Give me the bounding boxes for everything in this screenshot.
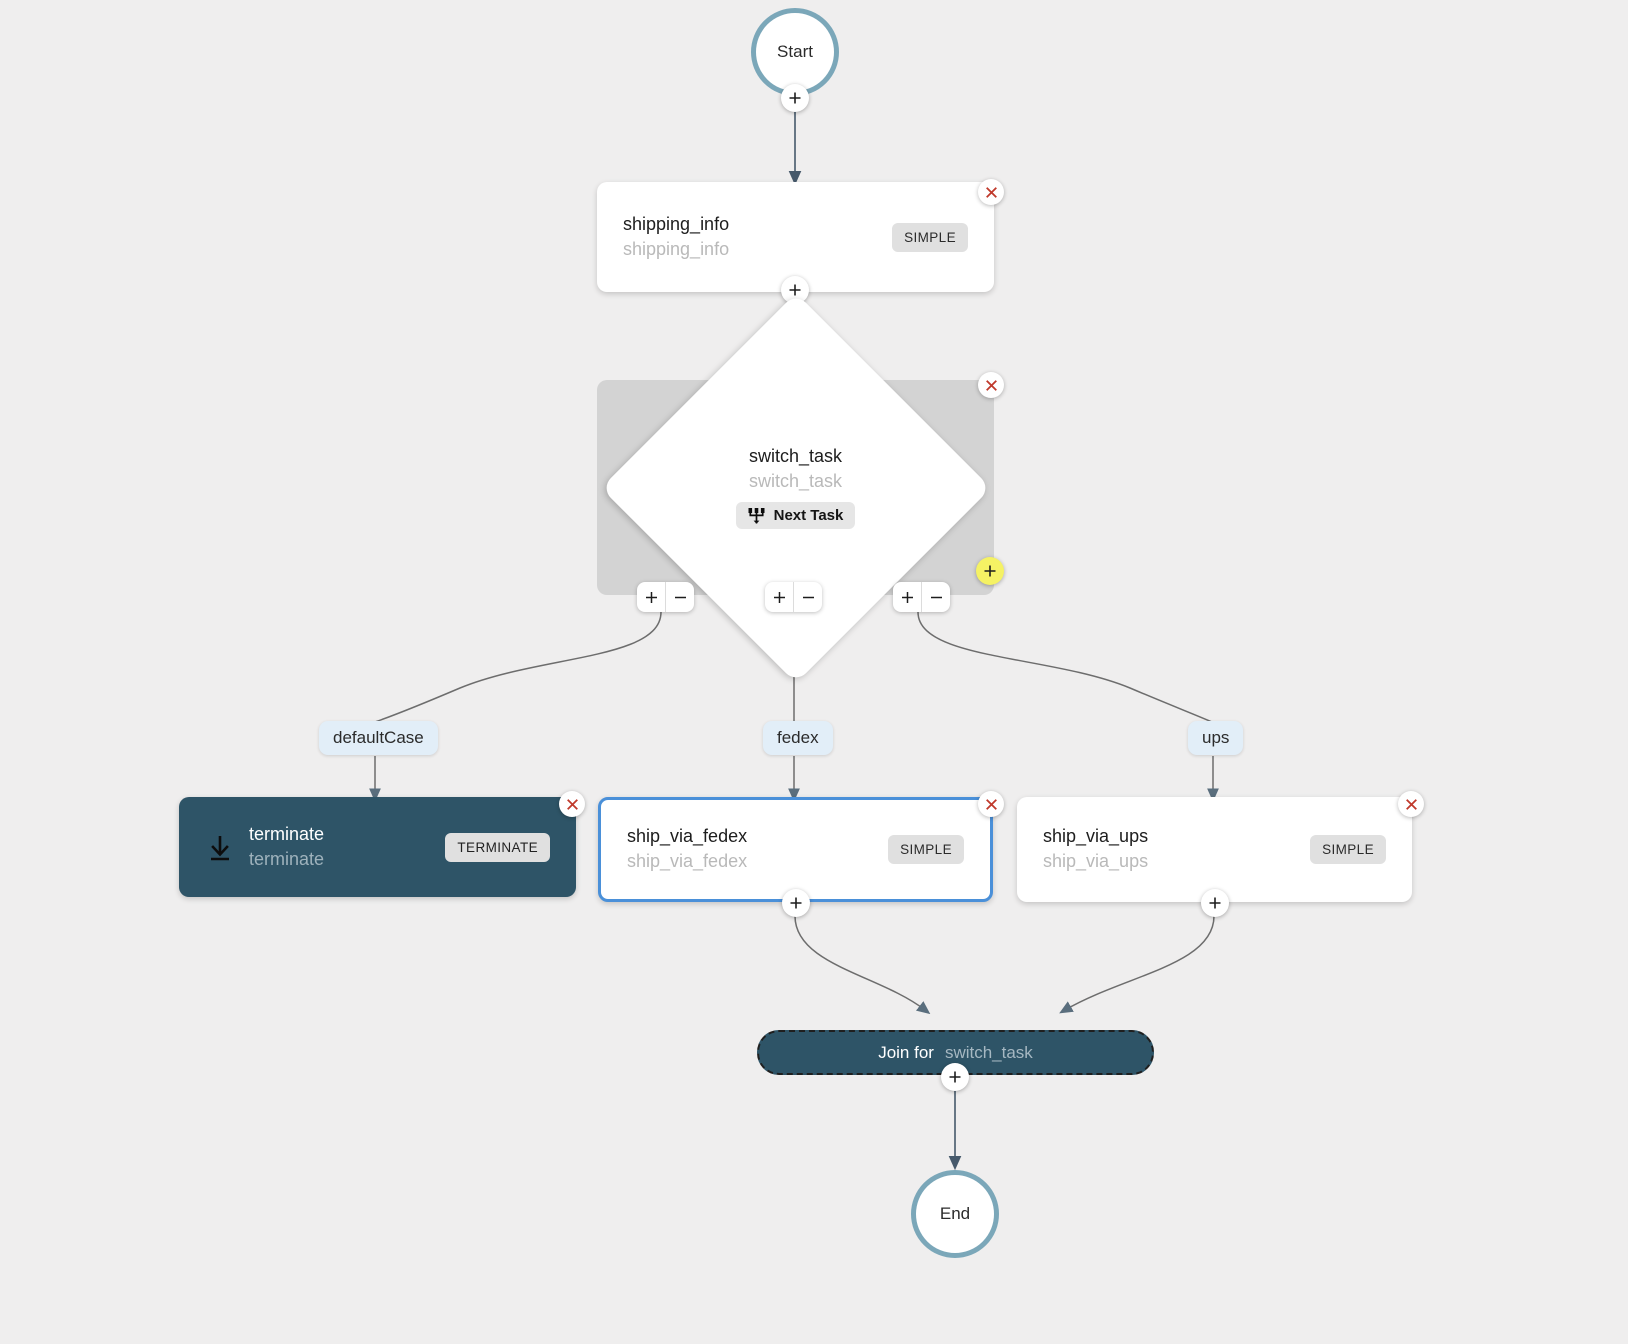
branch-remove-button-0[interactable] <box>665 582 694 612</box>
plus-icon <box>949 1071 961 1083</box>
switch-node-content: switch_task switch_task Next Task <box>597 380 994 595</box>
task-node-texts: shipping_info shipping_info <box>623 214 892 260</box>
branch-label-ups[interactable]: ups <box>1188 721 1244 755</box>
plus-icon <box>901 591 913 603</box>
task-node-terminate[interactable]: terminate terminate TERMINATE <box>179 797 576 897</box>
add-node-handle-after-start[interactable] <box>781 84 809 112</box>
branch-label-text: fedex <box>777 728 819 747</box>
task-node-title: shipping_info <box>623 213 730 234</box>
delete-node-button-terminate[interactable] <box>559 791 585 817</box>
close-icon <box>985 798 997 810</box>
plus-icon <box>984 565 996 577</box>
plus-icon <box>1209 897 1221 909</box>
task-node-texts: ship_via_fedex ship_via_fedex <box>627 826 888 872</box>
branch-controls-1[interactable] <box>765 582 822 612</box>
task-node-ship-via-fedex[interactable]: ship_via_fedex ship_via_fedex SIMPLE <box>598 797 993 902</box>
task-node-title: terminate <box>249 823 325 844</box>
branch-label-text: ups <box>1202 728 1230 747</box>
minus-icon <box>674 596 686 598</box>
close-icon <box>566 798 578 810</box>
switch-node-container[interactable]: switch_task switch_task Next Task <box>597 292 994 683</box>
delete-node-button-ship-via-ups[interactable] <box>1398 791 1424 817</box>
task-node-title: ship_via_fedex <box>627 826 748 847</box>
delete-node-button-ship-via-fedex[interactable] <box>978 791 1004 817</box>
delete-node-button-shipping-info[interactable] <box>978 179 1004 205</box>
download-terminate-icon <box>205 832 235 862</box>
task-node-subtitle: terminate <box>249 848 325 869</box>
task-node-body: terminate terminate TERMINATE <box>179 797 576 897</box>
branch-controls-0[interactable] <box>637 582 694 612</box>
task-node-ship-via-ups[interactable]: ship_via_ups ship_via_ups SIMPLE <box>1017 797 1412 902</box>
branch-remove-button-1[interactable] <box>793 582 822 612</box>
minus-icon <box>930 596 942 598</box>
branch-label-default-case[interactable]: defaultCase <box>319 721 438 755</box>
plus-icon <box>790 897 802 909</box>
branch-label-fedex[interactable]: fedex <box>763 721 833 755</box>
join-node-label: Join for <box>878 1042 934 1062</box>
next-task-badge[interactable]: Next Task <box>735 502 856 529</box>
add-node-handle-after-ship-via-fedex[interactable] <box>782 889 810 917</box>
plus-icon <box>773 591 785 603</box>
branch-label-text: defaultCase <box>333 728 424 747</box>
branch-remove-button-2[interactable] <box>921 582 950 612</box>
end-node-label: End <box>939 1204 971 1223</box>
plus-icon <box>789 284 801 296</box>
task-node-texts: ship_via_ups ship_via_ups <box>1043 826 1310 872</box>
close-icon <box>1405 798 1417 810</box>
plus-icon <box>645 591 657 603</box>
task-node-body: ship_via_fedex ship_via_fedex SIMPLE <box>601 800 990 899</box>
task-type-badge: SIMPLE <box>892 222 968 252</box>
add-node-handle-after-ship-via-ups[interactable] <box>1201 889 1229 917</box>
task-type-badge: SIMPLE <box>888 835 964 864</box>
task-node-shipping-info[interactable]: shipping_info shipping_info SIMPLE <box>597 182 994 292</box>
minus-icon <box>802 596 814 598</box>
plus-icon <box>789 92 801 104</box>
task-node-subtitle: shipping_info <box>623 238 730 259</box>
branch-add-button-2[interactable] <box>893 582 921 612</box>
close-icon <box>985 379 997 391</box>
branch-controls-2[interactable] <box>893 582 950 612</box>
task-node-subtitle: ship_via_ups <box>1043 851 1149 871</box>
next-task-badge-label: Next Task <box>773 507 844 524</box>
task-node-body: shipping_info shipping_info SIMPLE <box>597 182 994 292</box>
start-node[interactable]: Start <box>751 8 839 96</box>
task-node-body: ship_via_ups ship_via_ups SIMPLE <box>1017 797 1412 902</box>
task-node-texts: terminate terminate <box>249 824 445 870</box>
add-branch-button[interactable] <box>976 557 1004 585</box>
branch-add-button-0[interactable] <box>637 582 665 612</box>
branch-add-button-1[interactable] <box>765 582 793 612</box>
add-node-handle-after-join[interactable] <box>941 1063 969 1091</box>
switch-node-subtitle: switch_task <box>748 471 843 491</box>
task-type-badge: TERMINATE <box>445 832 550 862</box>
close-icon <box>985 186 997 198</box>
start-node-label: Start <box>777 42 813 61</box>
switch-node-title: switch_task <box>748 446 843 466</box>
task-node-subtitle: ship_via_fedex <box>627 851 748 871</box>
task-node-title: ship_via_ups <box>1043 826 1149 847</box>
delete-node-button-switch-task[interactable] <box>978 372 1004 398</box>
join-node-target: switch_task <box>944 1042 1033 1062</box>
end-node[interactable]: End <box>911 1170 999 1258</box>
task-type-badge: SIMPLE <box>1310 835 1386 864</box>
fork-branch-icon <box>748 507 765 524</box>
